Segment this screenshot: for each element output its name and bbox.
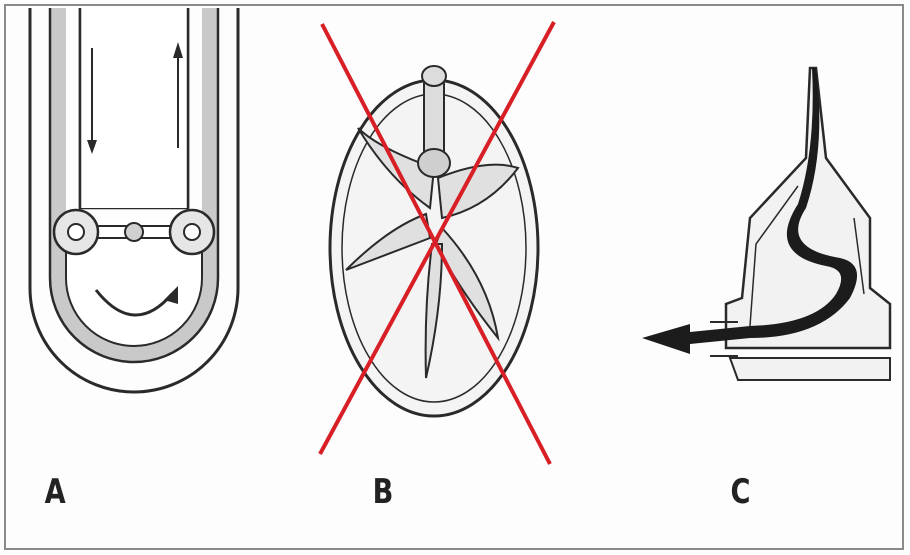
panel-b <box>318 8 578 468</box>
panel-c <box>630 8 900 408</box>
panel-b-label: B <box>373 472 394 512</box>
panel-a-label: A <box>45 472 66 512</box>
impeller-illustration <box>318 8 578 468</box>
panel-a <box>14 8 254 448</box>
nozzle-illustration <box>630 8 900 408</box>
panel-c-label: C <box>730 472 750 512</box>
u-pipe-illustration <box>14 8 254 448</box>
